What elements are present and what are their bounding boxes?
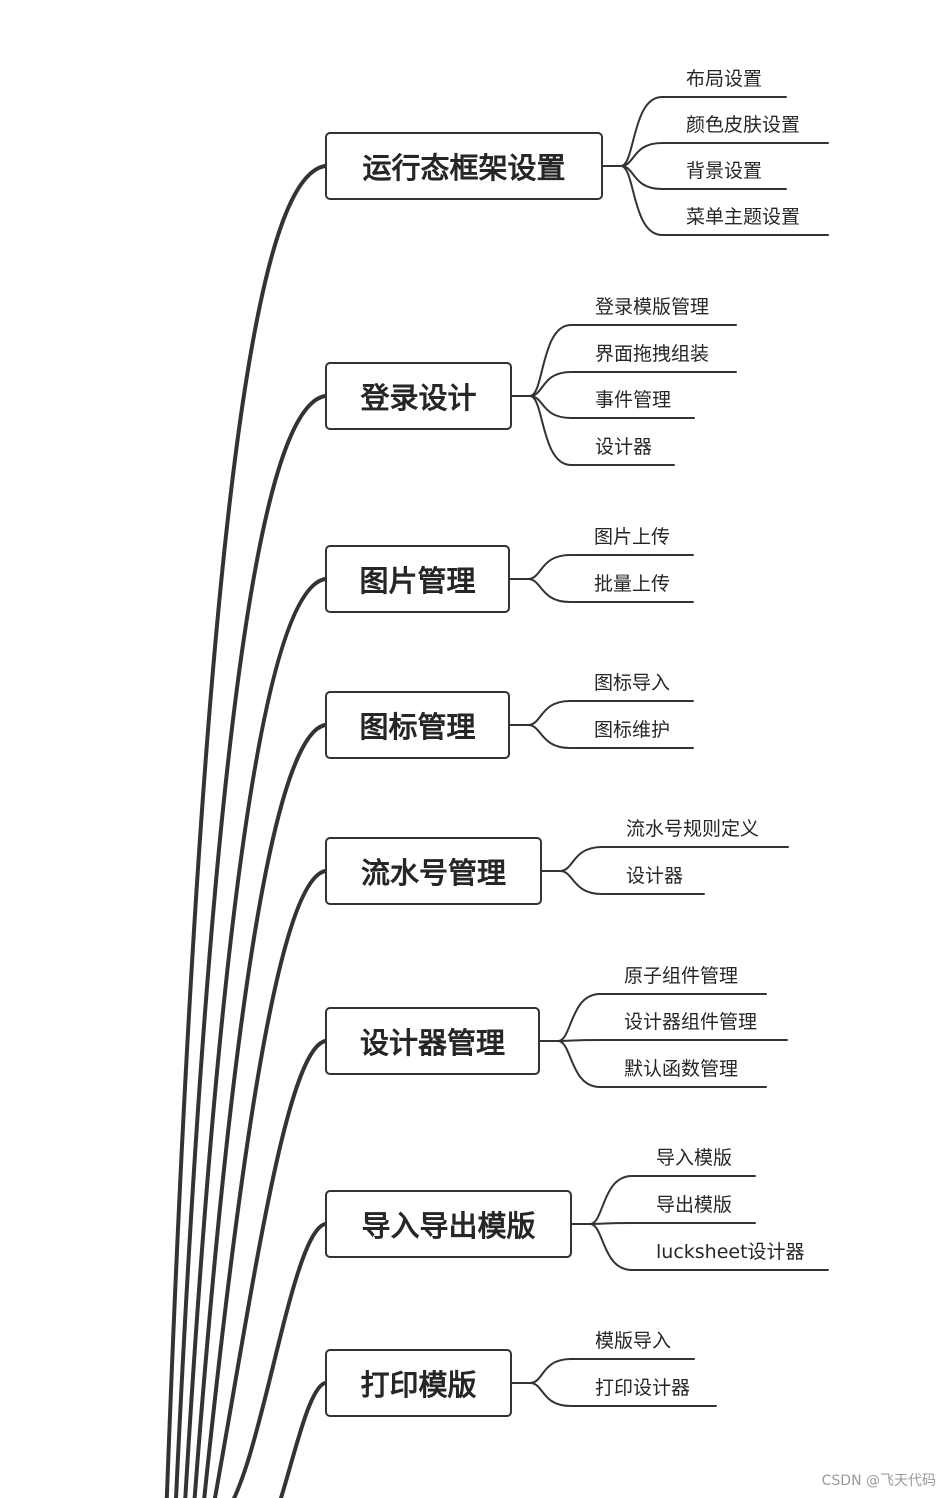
- leaf-connector: [557, 1040, 767, 1088]
- trunk-connector: [164, 164, 327, 1498]
- watermark: CSDN @飞天代码: [821, 1473, 936, 1489]
- trunk-connector: [212, 1039, 327, 1498]
- leaf-connector: [620, 165, 787, 190]
- leaf-topic[interactable]: 设计器: [626, 865, 684, 887]
- leaf-connector: [589, 1222, 756, 1225]
- leaf-topic[interactable]: 图标导入: [594, 672, 671, 694]
- leaf-topic[interactable]: 布局设置: [686, 68, 763, 90]
- leaf-topic[interactable]: 界面拖拽组装: [595, 343, 710, 365]
- leaf-connector: [527, 700, 694, 726]
- trunk-connector: [174, 394, 327, 1498]
- leaf-topic[interactable]: 原子组件管理: [624, 965, 739, 987]
- leaf-topic[interactable]: 流水号规则定义: [626, 818, 760, 840]
- trunk-connector: [202, 869, 327, 1498]
- leaf-connector: [620, 165, 829, 236]
- trunk-connector: [231, 1222, 327, 1498]
- leaf-connector: [529, 1358, 695, 1384]
- leaf-topic[interactable]: 图片上传: [594, 526, 671, 548]
- leaf-connector: [557, 1039, 788, 1042]
- leaf-connector: [620, 142, 829, 167]
- leaf-connector: [529, 1382, 717, 1407]
- trunk-connector: [278, 1381, 327, 1498]
- topic-node[interactable]: 图标管理: [325, 691, 510, 759]
- topic-node[interactable]: 设计器管理: [325, 1007, 540, 1075]
- leaf-connector: [589, 1175, 756, 1225]
- topic-node[interactable]: 流水号管理: [325, 837, 542, 905]
- leaf-topic[interactable]: 菜单主题设置: [686, 206, 801, 228]
- topic-node[interactable]: 登录设计: [325, 362, 512, 430]
- leaf-topic[interactable]: 导出模版: [656, 1194, 733, 1216]
- topic-node[interactable]: 打印模版: [325, 1349, 512, 1417]
- leaf-topic[interactable]: lucksheet设计器: [656, 1241, 805, 1263]
- leaf-connector: [529, 395, 695, 419]
- trunk-connector: [192, 723, 327, 1498]
- topic-node[interactable]: 运行态框架设置: [325, 132, 603, 200]
- leaf-topic[interactable]: 设计器: [595, 436, 653, 458]
- leaf-topic[interactable]: 导入模版: [656, 1147, 733, 1169]
- leaf-connector: [559, 846, 789, 872]
- leaf-connector: [529, 395, 675, 466]
- leaf-topic[interactable]: 事件管理: [595, 389, 672, 411]
- leaf-connector: [527, 724, 694, 749]
- leaf-topic[interactable]: 默认函数管理: [624, 1058, 739, 1080]
- leaf-connector: [559, 870, 705, 895]
- leaf-topic[interactable]: 图标维护: [594, 719, 671, 741]
- trunk-connector: [183, 577, 327, 1498]
- leaf-connector: [527, 554, 694, 580]
- leaf-topic[interactable]: 背景设置: [686, 160, 763, 182]
- leaf-connector: [589, 1223, 829, 1271]
- leaf-connector: [527, 578, 694, 603]
- leaf-connector: [529, 371, 737, 397]
- topic-node[interactable]: 图片管理: [325, 545, 510, 613]
- leaf-connector: [557, 993, 767, 1042]
- leaf-connector: [529, 324, 737, 397]
- topic-node[interactable]: 导入导出模版: [325, 1190, 572, 1258]
- leaf-topic[interactable]: 登录模版管理: [595, 296, 710, 318]
- leaf-topic[interactable]: 模版导入: [595, 1330, 672, 1352]
- leaf-topic[interactable]: 打印设计器: [595, 1377, 691, 1399]
- leaf-topic[interactable]: 批量上传: [594, 573, 671, 595]
- leaf-topic[interactable]: 颜色皮肤设置: [686, 114, 801, 136]
- leaf-connector: [620, 96, 787, 167]
- leaf-topic[interactable]: 设计器组件管理: [624, 1011, 758, 1033]
